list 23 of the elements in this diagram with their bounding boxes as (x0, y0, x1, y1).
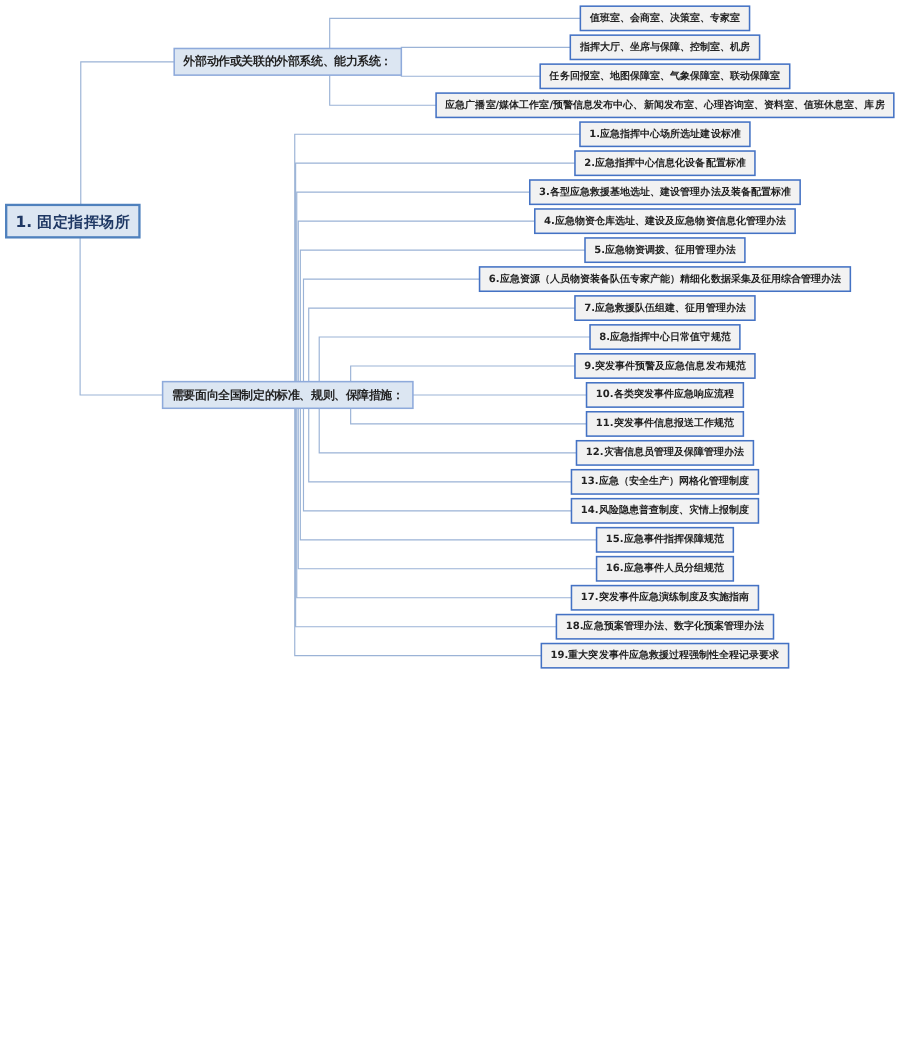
connector (297, 220, 536, 383)
connector (308, 307, 576, 383)
connector (318, 336, 591, 383)
connector (295, 407, 557, 628)
connector (80, 61, 175, 206)
connector (299, 407, 598, 541)
connector (302, 407, 573, 512)
connector (79, 236, 164, 396)
connector (297, 407, 598, 570)
connector (308, 407, 573, 483)
connector (350, 407, 588, 425)
connector (400, 46, 571, 51)
connector (318, 407, 578, 454)
connector (302, 278, 481, 383)
connector (329, 17, 581, 50)
connector (350, 365, 576, 383)
connector (294, 407, 542, 657)
connector (299, 249, 586, 383)
connector (296, 407, 573, 599)
connector (400, 73, 541, 77)
connector (296, 191, 531, 383)
connector (412, 394, 588, 396)
connector (329, 74, 437, 106)
